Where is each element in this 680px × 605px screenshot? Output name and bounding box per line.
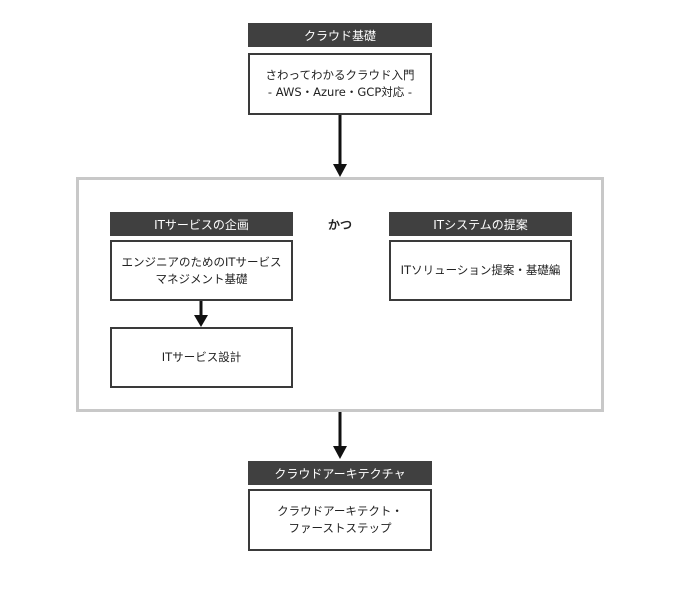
it-service-management-course-line2: マネジメント基礎	[155, 271, 248, 286]
arrowhead-group-to-bottom	[333, 446, 347, 459]
it-system-proposal-header: ITシステムの提案	[389, 212, 572, 236]
arrowhead-top-to-group	[333, 164, 347, 177]
cloud-intro-course-box: さわってわかるクラウド入門 - AWS・Azure・GCP対応 -	[248, 53, 432, 115]
it-service-planning-header: ITサービスの企画	[110, 212, 293, 236]
it-service-design-course-box: ITサービス設計	[110, 327, 293, 388]
cloud-basics-header: クラウド基礎	[248, 23, 432, 47]
it-service-design-course-label: ITサービス設計	[161, 350, 242, 364]
cloud-architecture-header: クラウドアーキテクチャ	[248, 461, 432, 485]
cloud-architect-course-line2: ファーストステップ	[288, 521, 392, 535]
it-service-management-course-line1: エンジニアのためのITサービス	[121, 254, 282, 269]
cloud-architect-course-line1: クラウドアーキテクト・	[277, 504, 403, 518]
arrowhead-management-to-design	[194, 315, 208, 327]
cloud-architect-first-step-course-box: クラウドアーキテクト・ ファーストステップ	[248, 489, 432, 551]
cloud-intro-course-line2: - AWS・Azure・GCP対応 -	[267, 85, 413, 99]
it-service-management-course-box: エンジニアのためのITサービス マネジメント基礎	[110, 240, 293, 301]
it-solution-proposal-course-label: ITソリューション提案・基礎編	[400, 263, 561, 277]
cloud-intro-course-line1: さわってわかるクラウド入門	[265, 68, 415, 82]
it-solution-proposal-course-box: ITソリューション提案・基礎編	[389, 240, 572, 301]
and-connector-label: かつ	[328, 218, 353, 232]
